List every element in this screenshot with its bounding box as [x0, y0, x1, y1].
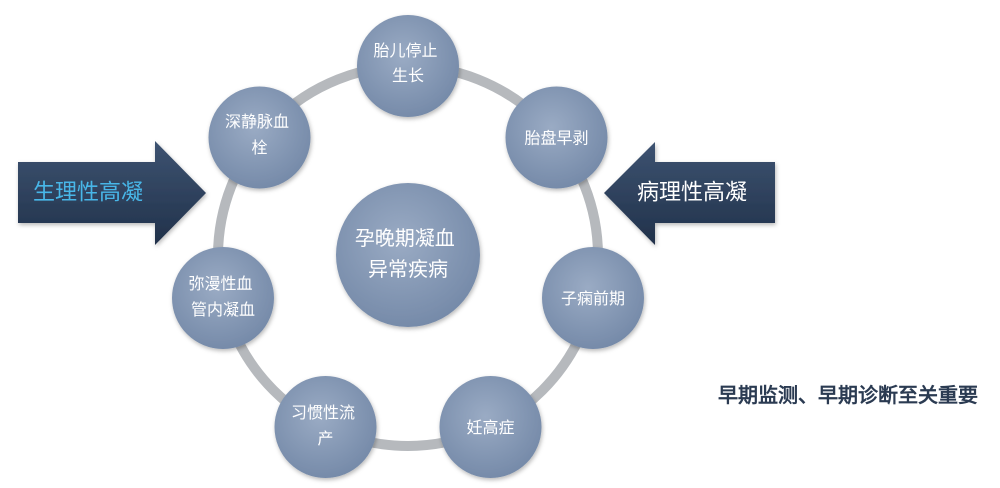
node-label-line: 子痫前期 [561, 289, 625, 308]
node-label: 子痫前期 [561, 289, 625, 308]
node-label-line: 妊高症 [466, 418, 514, 437]
node-label-line: 胎儿停止 [373, 41, 437, 60]
physiological-hypercoagulation-arrow: 生理性高凝 [18, 141, 206, 245]
node-label: 习惯性流 产 [291, 403, 360, 448]
center-node-label-line: 异常疾病 [368, 257, 448, 281]
node-fetal-growth-arrest: 胎儿停止 生长 [357, 15, 459, 117]
node-label: 弥漫性血 管内凝血 [188, 274, 257, 319]
node-circle [542, 247, 644, 349]
node-label: 妊高症 [466, 418, 514, 437]
node-label-line: 栓 [251, 138, 267, 157]
node-circle [172, 247, 274, 349]
node-label: 深静脉血 栓 [225, 112, 294, 157]
center-node-label: 孕晚期凝血 异常疾病 [355, 226, 461, 281]
pathological-hypercoagulation-arrow: 病理性高凝 [604, 142, 775, 245]
node-label-line: 管内凝血 [191, 300, 255, 319]
pathological-hypercoagulation-label: 病理性高凝 [637, 181, 747, 206]
node-circle [274, 376, 377, 478]
right-arrow-shape [18, 141, 206, 245]
physiological-hypercoagulation-label: 生理性高凝 [33, 181, 143, 206]
node-circle [357, 15, 459, 117]
node-label-line: 习惯性流 [291, 403, 355, 422]
early-monitoring-note: 早期监测、早期诊断至关重要 [718, 383, 978, 407]
center-node-label-line: 孕晚期凝血 [355, 226, 455, 250]
node-gestational-hypertension: 妊高症 [439, 376, 542, 478]
node-label-line: 产 [317, 429, 333, 448]
node-label-line: 深静脉血 [225, 112, 289, 131]
center-node-circle [336, 183, 480, 327]
node-label: 胎盘早剥 [524, 129, 588, 148]
center-node: 孕晚期凝血 异常疾病 [336, 183, 480, 327]
node-label-line: 弥漫性血 [188, 274, 252, 293]
node-circle [439, 376, 542, 478]
node-label-line: 胎盘早剥 [524, 129, 588, 148]
left-arrow-shape [604, 142, 775, 245]
node-circle [505, 86, 608, 189]
node-preeclampsia: 子痫前期 [542, 247, 644, 349]
node-deep-vein-thrombosis: 深静脉血 栓 [208, 86, 311, 189]
node-dic: 弥漫性血 管内凝血 [172, 247, 274, 349]
node-placental-abruption: 胎盘早剥 [505, 86, 608, 189]
node-habitual-abortion: 习惯性流 产 [274, 376, 377, 478]
node-circle [208, 86, 311, 189]
node-label: 胎儿停止 生长 [373, 41, 442, 85]
node-label-line: 生长 [392, 66, 424, 85]
